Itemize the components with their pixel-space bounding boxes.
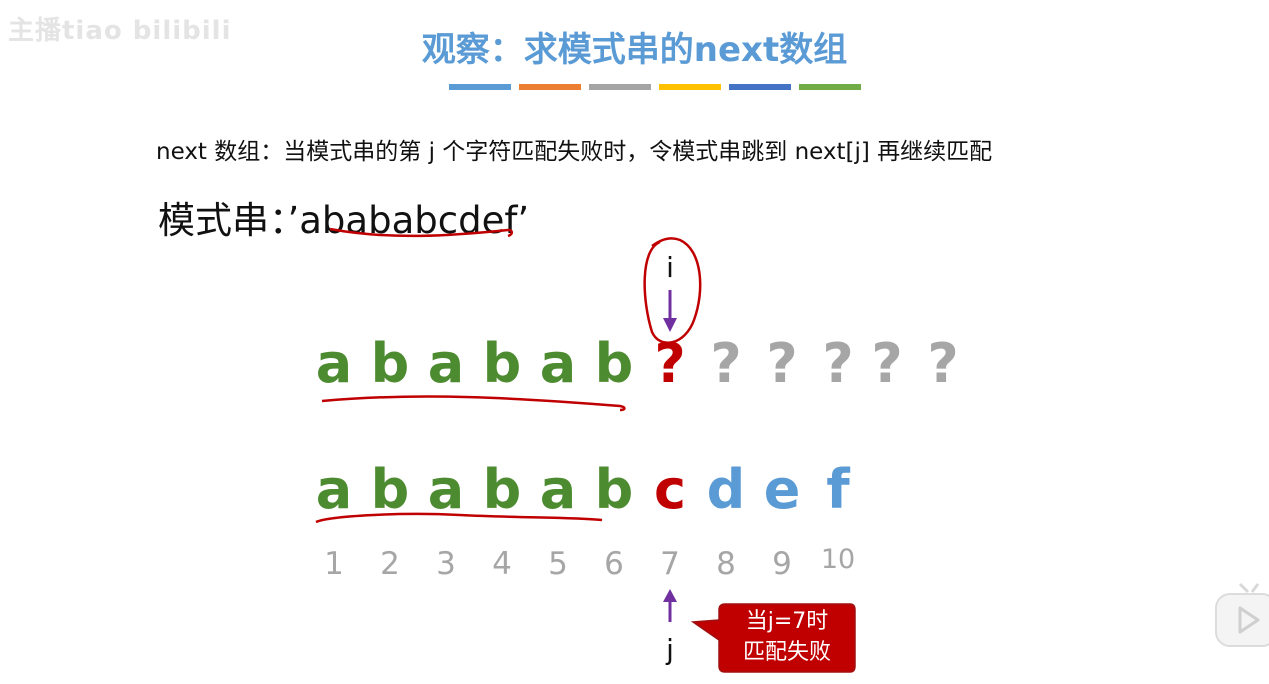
slide-title: 观察：求模式串的next数组 [421,30,848,70]
title-color-bar [449,84,861,90]
pointer-j-arrow-head [663,589,677,602]
pointer-i-label: i [666,251,674,284]
color-bar-segment [799,84,861,90]
pointer-i-circle [643,237,702,344]
pointer-i-arrow-head [663,318,677,332]
main-string-char: ? [766,332,798,395]
pattern-string-char: a [539,458,577,521]
play-icon [1215,582,1269,647]
pattern-string-char: c [653,458,686,521]
main-string-char: ? [710,332,742,395]
pattern-underline [329,227,513,238]
callout-line2: 匹配失败 [742,640,831,665]
color-bar-segment [589,84,651,90]
main-string-char: a [539,332,577,395]
pattern-string-char: a [315,458,353,521]
callout-text: 当j=7时 匹配失败 [722,606,852,668]
color-bar-segment [659,84,721,90]
main-string-char: b [370,332,410,395]
main-matched-underline [321,395,626,412]
index-label: 3 [436,546,456,582]
index-label: 5 [548,546,568,582]
index-label: 6 [604,546,624,582]
index-label: 10 [820,544,856,575]
next-array-definition: next 数组：当模式串的第 j 个字符匹配失败时，令模式串跳到 next[j]… [156,139,993,165]
color-bar-segment [729,84,791,90]
pattern-string-char: b [370,458,410,521]
main-string-char: a [427,332,465,395]
color-bar-segment [449,84,511,90]
index-label: 1 [324,546,344,582]
color-bar-segment [519,84,581,90]
main-string-char: b [482,332,522,395]
watermark: 主播tiao bilibili [8,16,232,46]
pattern-string-char: f [826,458,850,521]
main-string-char: ? [927,332,959,395]
main-string-char: b [594,332,634,395]
play-button[interactable] [1214,578,1269,650]
index-label: 2 [380,546,400,582]
main-string-char: ? [871,332,903,395]
index-label: 9 [772,546,792,582]
pattern-string-char: b [482,458,522,521]
main-string-char: ? [822,332,854,395]
pattern-string-char: e [763,458,801,521]
pattern-string-char: d [706,458,746,521]
index-label: 7 [660,546,680,582]
pattern-string-char: b [594,458,634,521]
pointer-j-label: j [666,633,674,666]
main-string-char: a [315,332,353,395]
pattern-label: 模式串： [158,199,288,242]
pattern-string-char: a [427,458,465,521]
index-label: 4 [492,546,512,582]
pattern-matched-underline [315,512,603,524]
callout-box [690,603,856,673]
index-label: 8 [716,546,736,582]
callout-line1: 当j=7时 [745,609,829,634]
pattern-string-line: 模式串：’abababcdef’ [158,190,529,244]
